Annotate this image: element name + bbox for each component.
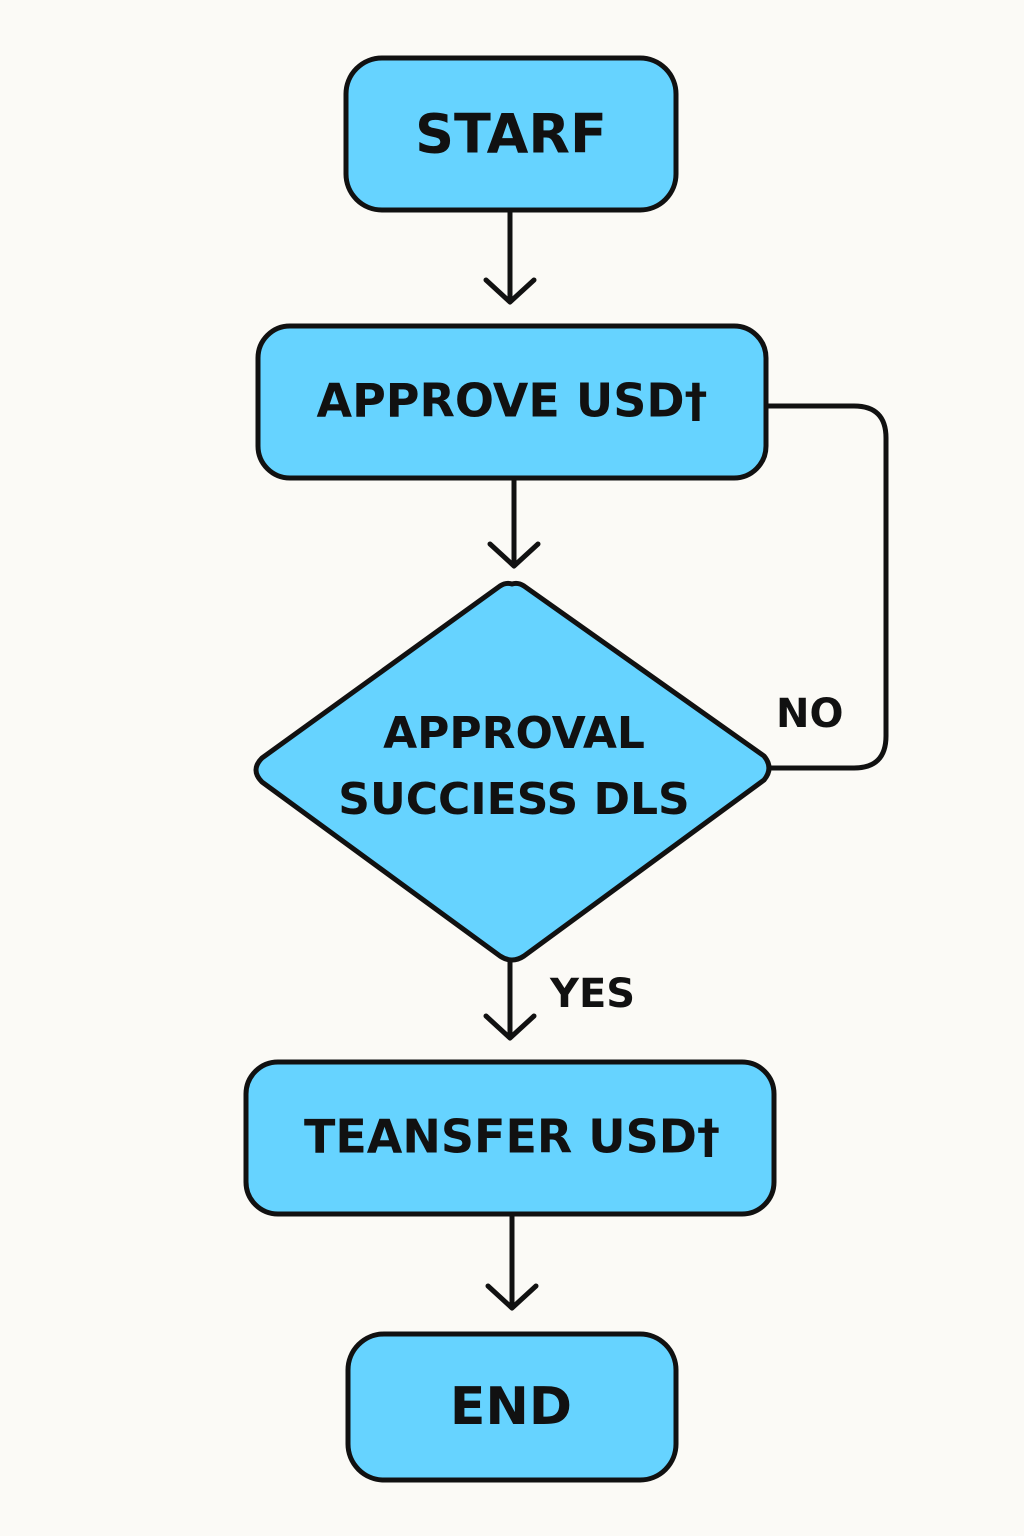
arrowhead-decision-to-transfer xyxy=(483,1013,537,1041)
no-loop-connector xyxy=(763,403,889,771)
decision-node: APPROVAL SUCCIESS DLS xyxy=(253,580,772,963)
decision-node-label-line2: SUCCIESS DLS xyxy=(338,774,689,825)
transfer-node-label: TEANSFER USD† xyxy=(304,1110,720,1164)
connectors xyxy=(483,209,889,1311)
decision-node-label-line1: APPROVAL xyxy=(383,708,645,759)
arrowhead-start-to-approve xyxy=(483,277,537,305)
end-node-label: END xyxy=(450,1377,572,1437)
start-node: STARF xyxy=(343,55,679,213)
transfer-node-shape xyxy=(243,1059,777,1217)
approve-node-label: APPROVE USD† xyxy=(316,374,707,428)
no-edge-label: NO xyxy=(776,691,843,737)
transfer-node: TEANSFER USD† xyxy=(243,1059,777,1217)
approve-node-shape xyxy=(255,323,769,481)
end-node: END xyxy=(345,1331,679,1483)
decision-node-shape xyxy=(253,580,772,963)
approve-node: APPROVE USD† xyxy=(255,323,769,481)
arrowhead-transfer-to-end xyxy=(485,1283,539,1311)
start-node-label: STARF xyxy=(415,103,607,166)
end-node-shape xyxy=(345,1331,679,1483)
start-node-shape xyxy=(343,55,679,213)
arrowhead-approve-to-decision xyxy=(487,541,541,569)
yes-edge-label: YES xyxy=(549,971,635,1017)
